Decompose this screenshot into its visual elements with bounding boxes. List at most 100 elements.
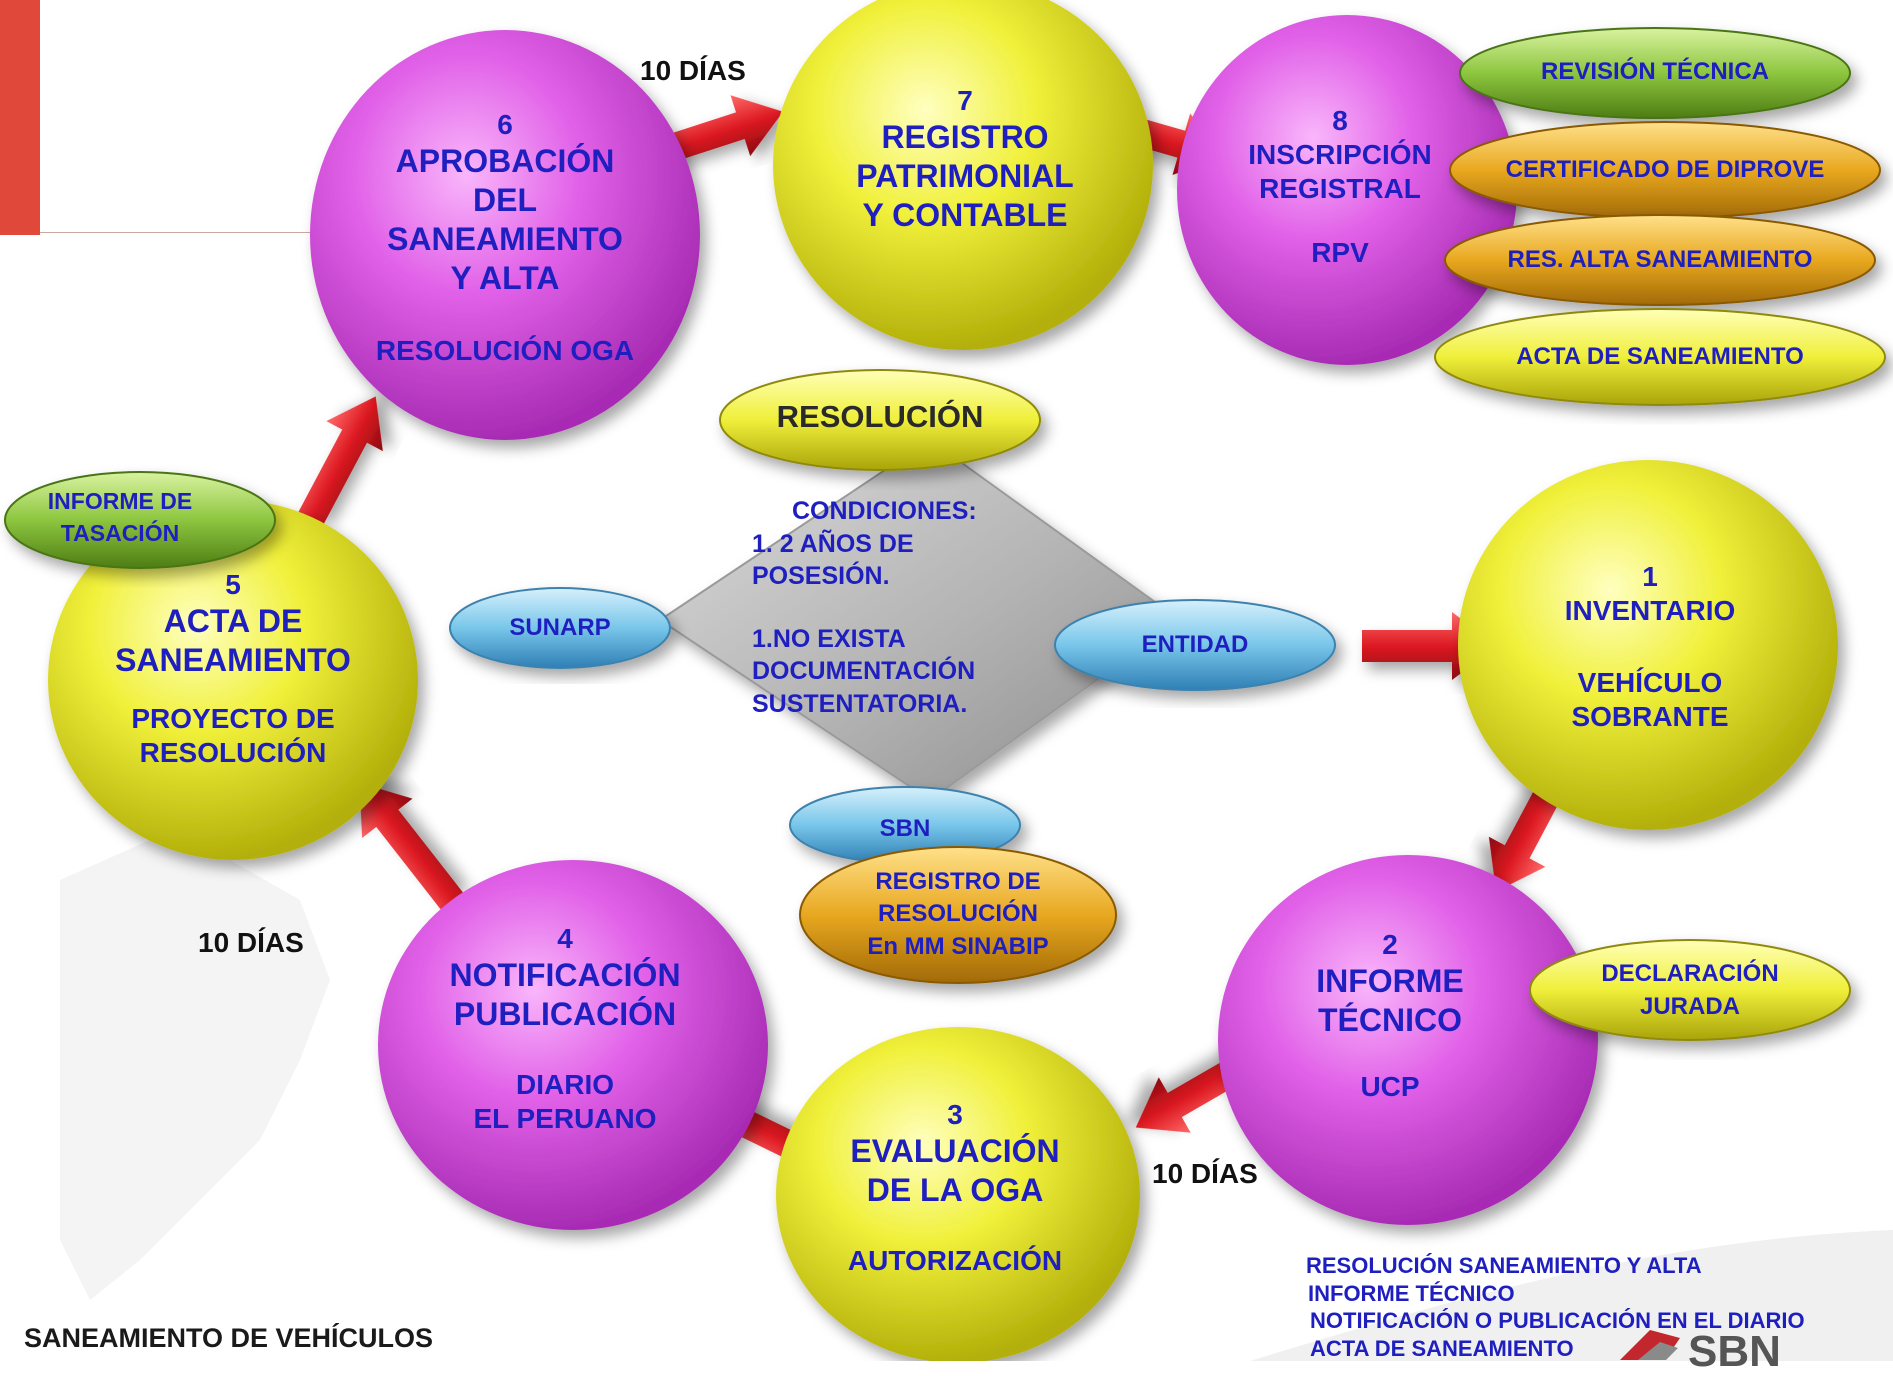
certificado-label: CERTIFICADO DE DIPROVE xyxy=(1505,156,1825,183)
step-8-line: REGISTRAL xyxy=(1259,173,1421,205)
conditions-line: DOCUMENTACIÓN xyxy=(752,657,976,685)
step-2-line: UCP xyxy=(1360,1071,1420,1103)
entidad-pill xyxy=(1054,599,1336,691)
step-7-line: REGISTRO xyxy=(881,119,1049,156)
step-3-number: 3 xyxy=(947,1099,963,1130)
res-alta-label: RES. ALTA SANEAMIENTO xyxy=(1507,246,1813,273)
registro-line: RESOLUCIÓN xyxy=(877,900,1038,928)
conditions-heading: CONDICIONES: xyxy=(792,497,977,525)
resolucion-pill xyxy=(719,369,1041,471)
informe-tasacion-label: INFORME DE TASACIÓN xyxy=(30,485,210,549)
declaracion-line: DECLARACIÓN xyxy=(1601,960,1779,987)
conditions-line: 1.NO EXISTA xyxy=(752,624,906,653)
step-5-line: RESOLUCIÓN xyxy=(139,737,327,769)
step-6-line: SANEAMIENTO xyxy=(387,221,623,258)
resolucion-label: RESOLUCIÓN xyxy=(776,399,984,434)
step-8-line: INSCRIPCIÓN xyxy=(1248,139,1432,171)
acta-label: ACTA DE SANEAMIENTO xyxy=(1516,343,1804,370)
step-8-line: RPV xyxy=(1311,237,1369,269)
step-6-number: 6 xyxy=(497,109,513,140)
sbn-logo-text: SBN xyxy=(1688,1327,1781,1376)
header-divider xyxy=(40,232,350,233)
legend-list: RESOLUCIÓN SANEAMIENTO Y ALTA INFORME TÉ… xyxy=(1306,1252,1805,1362)
step-5-line: PROYECTO DE xyxy=(131,703,335,735)
step-1-number: 1 xyxy=(1642,561,1658,592)
acta-pill xyxy=(1434,308,1886,406)
step-5-number: 5 xyxy=(225,569,241,600)
arrow-1-2 xyxy=(1488,783,1563,892)
page-title: SANEAMIENTO DE VEHÍCULOS xyxy=(24,1323,434,1353)
step-6-line: APROBACIÓN xyxy=(395,143,615,180)
step-6-line: Y ALTA xyxy=(450,260,560,297)
step-5-line: SANEAMIENTO xyxy=(115,642,351,679)
revision-pill xyxy=(1459,27,1851,119)
step-8-circle xyxy=(1177,15,1517,365)
conditions-text: CONDICIONES: 1. 2 AÑOS DE POSESIÓN. 1.NO… xyxy=(752,495,1082,720)
step-4-number: 4 xyxy=(557,923,573,954)
step-1-line: INVENTARIO xyxy=(1564,595,1736,627)
duration-bottom: 10 DÍAS xyxy=(1152,1158,1258,1189)
step-5-line: ACTA DE xyxy=(163,603,303,640)
step-8-number: 8 xyxy=(1332,105,1348,136)
step-7-line: PATRIMONIAL xyxy=(856,158,1074,195)
swoosh-watermark xyxy=(1250,1230,1893,1361)
registro-pill xyxy=(799,846,1117,984)
declaracion-line: JURADA xyxy=(1639,993,1740,1021)
step-1-line: VEHÍCULO xyxy=(1577,667,1723,699)
conditions-line: SUSTENTATORIA. xyxy=(752,689,968,718)
step-1-text: 1 INVENTARIO VEHÍCULO SOBRANTE xyxy=(1500,560,1800,735)
arrow-5-6 xyxy=(297,396,383,527)
conditions-line: POSESIÓN. xyxy=(752,562,890,590)
step-4-line: EL PERUANO xyxy=(473,1103,657,1135)
revision-label: REVISIÓN TÉCNICA xyxy=(1540,58,1770,85)
declaracion-pill xyxy=(1529,939,1851,1041)
step-2-line: INFORME xyxy=(1316,963,1464,1000)
step-7-text: 7 REGISTRO PATRIMONIAL Y CONTABLE xyxy=(800,84,1130,235)
duration-top: 10 DÍAS xyxy=(640,55,746,86)
res-alta-pill xyxy=(1444,214,1876,306)
legend-item: INFORME TÉCNICO xyxy=(1308,1280,1515,1306)
legend-item: ACTA DE SANEAMIENTO xyxy=(1310,1335,1574,1361)
step-1-line: SOBRANTE xyxy=(1571,701,1729,733)
step-6-circle xyxy=(310,30,700,440)
step-7-line: Y CONTABLE xyxy=(862,197,1068,234)
step-4-circle xyxy=(378,860,768,1230)
map-watermark xyxy=(60,840,330,1300)
registro-label: REGISTRO DE RESOLUCIÓN En MM SINABIP xyxy=(820,866,1096,963)
step-3-line: DE LA OGA xyxy=(866,1172,1044,1209)
declaracion-label: DECLARACIÓN JURADA xyxy=(1570,957,1810,1023)
sbn-logo xyxy=(1620,1330,1680,1360)
step-6-text: 6 APROBACIÓN DEL SANEAMIENTO Y ALTA RESO… xyxy=(345,108,665,368)
step-5-text: 5 ACTA DE SANEAMIENTO PROYECTO DE RESOLU… xyxy=(78,568,388,771)
step-2-text: 2 INFORME TÉCNICO UCP xyxy=(1240,928,1540,1104)
step-8-text: 8 INSCRIPCIÓN REGISTRAL RPV xyxy=(1200,104,1480,271)
red-accent-bar xyxy=(0,0,40,235)
step-7-circle xyxy=(773,0,1153,350)
step-4-text: 4 NOTIFICACIÓN PUBLICACIÓN DIARIO EL PER… xyxy=(400,922,730,1137)
entidad-label: ENTIDAD xyxy=(1141,631,1249,658)
sbn-label: SBN xyxy=(879,815,931,842)
step-4-line: DIARIO xyxy=(516,1069,614,1101)
step-7-number: 7 xyxy=(957,85,973,116)
step-6-line: DEL xyxy=(473,182,537,219)
registro-line: En MM SINABIP xyxy=(867,932,1049,960)
step-3-text: 3 EVALUACIÓN DE LA OGA AUTORIZACIÓN xyxy=(790,1098,1120,1278)
step-3-circle xyxy=(776,1027,1140,1361)
step-2-line: TÉCNICO xyxy=(1318,1002,1462,1039)
informe-tasacion-line: INFORME DE xyxy=(47,488,193,514)
step-1-circle xyxy=(1458,460,1838,830)
step-3-line: EVALUACIÓN xyxy=(850,1133,1060,1170)
step-2-number: 2 xyxy=(1382,929,1398,960)
conditions-line: 1. 2 AÑOS DE xyxy=(752,529,914,558)
informe-tasacion-pill xyxy=(4,471,276,569)
legend-item: RESOLUCIÓN SANEAMIENTO Y ALTA xyxy=(1306,1253,1702,1278)
registro-line: REGISTRO DE xyxy=(875,868,1041,895)
step-6-line: RESOLUCIÓN OGA xyxy=(375,335,635,367)
informe-tasacion-line: TASACIÓN xyxy=(60,520,180,547)
arrow-4-5 xyxy=(359,782,467,914)
step-5-circle xyxy=(48,500,418,860)
sunarp-label: SUNARP xyxy=(509,614,611,641)
step-3-line: AUTORIZACIÓN xyxy=(847,1245,1063,1277)
duration-left: 10 DÍAS xyxy=(198,927,304,958)
